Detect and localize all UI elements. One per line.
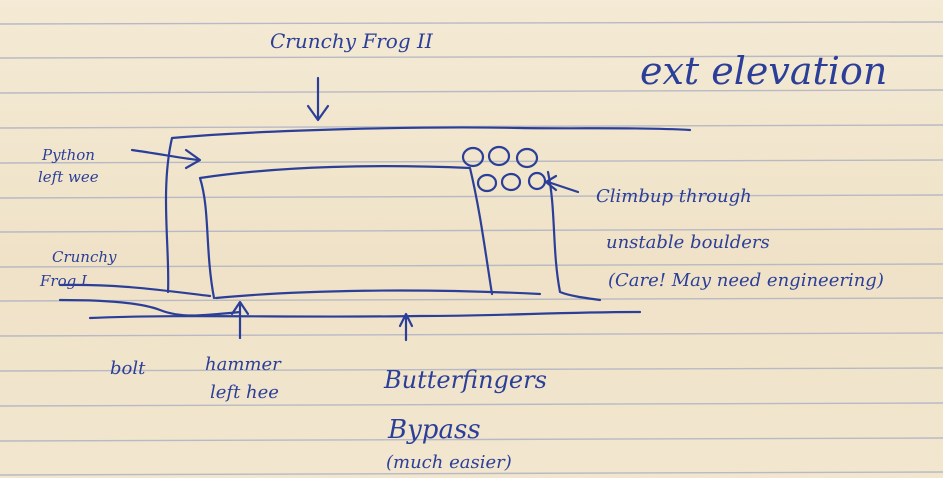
bypass-note-label: (much easier) — [386, 452, 512, 473]
hammer-line2: left hee — [210, 382, 279, 403]
climb-line3: (Care! May need engineering) — [608, 270, 884, 291]
hammer-line1: hammer — [205, 354, 282, 375]
crunchy-frog-1-line1: Crunchy — [52, 248, 117, 266]
climb-line1: Climbup through — [596, 186, 752, 207]
crunchy-frog-2-label: Crunchy Frog II — [270, 29, 434, 53]
butterfingers-label: Butterfingers — [383, 366, 547, 394]
python-line1: Python — [41, 146, 95, 164]
title-label: ext elevation — [640, 49, 887, 93]
hammer-label: hammer left hee — [205, 354, 286, 403]
boulders-icon — [463, 147, 545, 191]
climb-line2: unstable boulders — [606, 232, 770, 253]
crunchy-frog-1-label: Crunchy Frog I — [39, 248, 121, 290]
inner-chamber — [200, 166, 540, 298]
python-line2: left wee — [38, 168, 99, 186]
arrow-hammer — [232, 302, 248, 338]
arrow-butterfingers — [400, 314, 412, 340]
climb-label: Climbup through unstable boulders (Care!… — [596, 186, 884, 291]
python-label: Python left wee — [38, 146, 100, 186]
bolt-label: bolt — [110, 358, 146, 379]
arrow-crunchy-frog-2 — [308, 78, 328, 120]
bottom-left-ledge — [60, 300, 240, 316]
crunchy-frog-1-line2: Frog I — [39, 272, 88, 290]
arrow-python — [132, 150, 200, 168]
bypass-label: Bypass — [387, 415, 481, 445]
